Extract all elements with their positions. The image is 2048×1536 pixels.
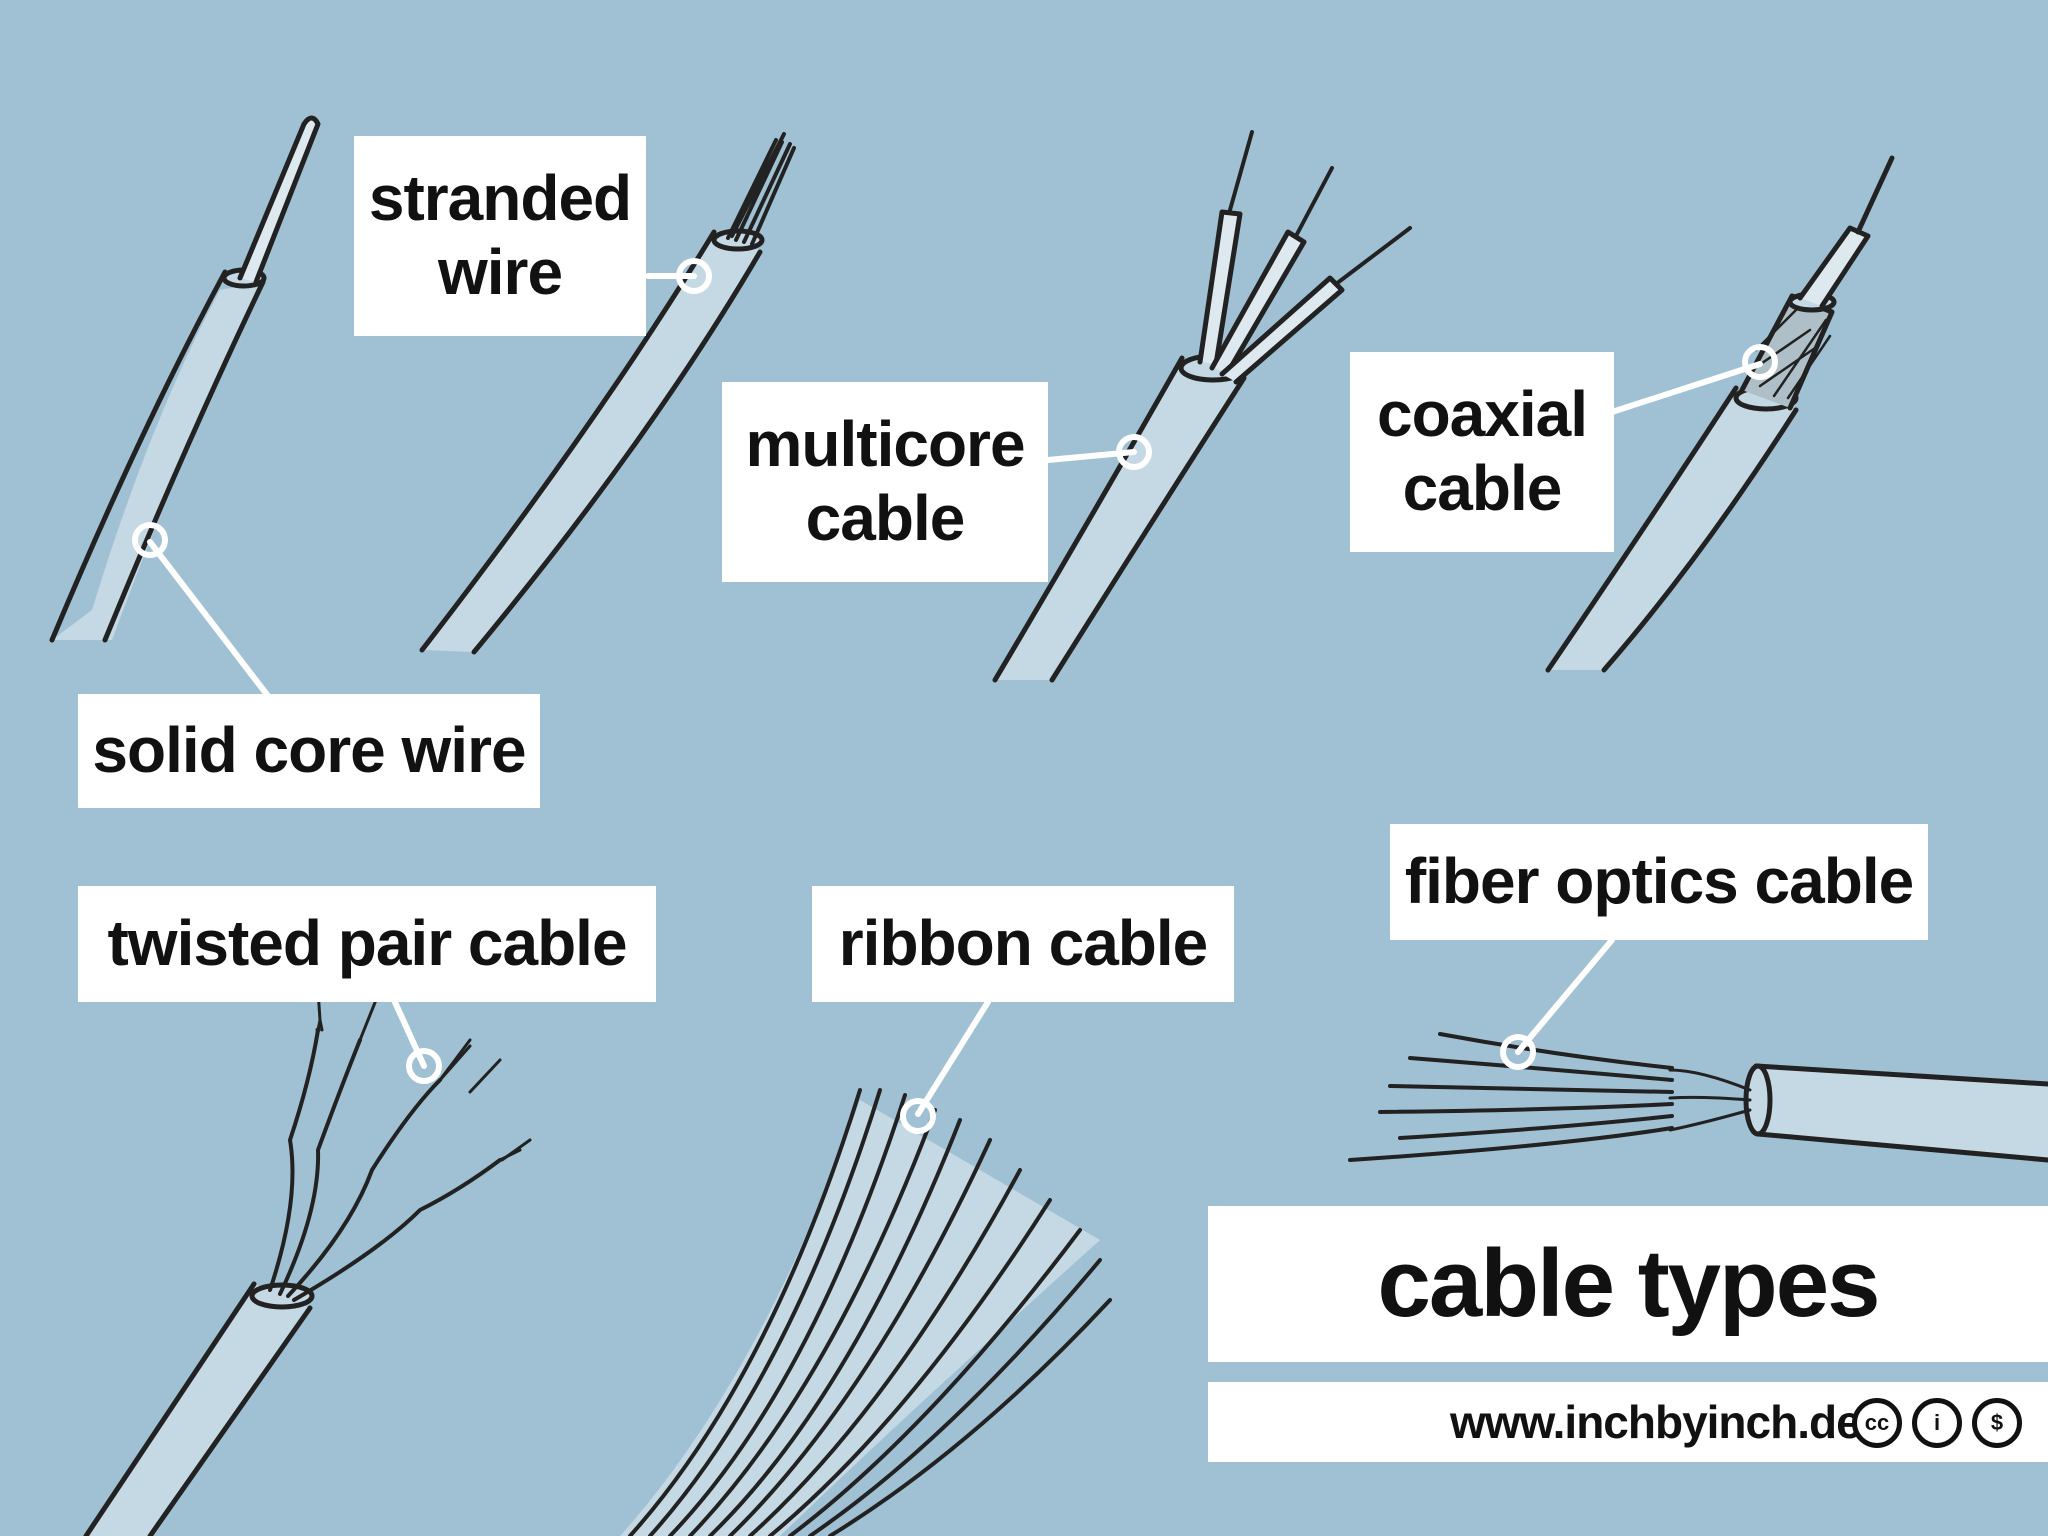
label-multicore-cable-line2: cable (805, 482, 966, 554)
label-stranded-wire-line2: wire (437, 236, 563, 308)
label-fiber-optics-cable: fiber optics cable (1390, 824, 1928, 940)
noncommercial-glyph: $ (1990, 1410, 2004, 1435)
coaxial-cable-drawing (1545, 155, 1895, 673)
attribution-icon: i (1912, 1398, 1962, 1448)
twisted-pair-cable-drawing (83, 938, 532, 1536)
label-stranded-wire: stranded wire (354, 136, 646, 336)
leader-lines (132, 258, 1778, 1134)
attribution-glyph: i (1933, 1410, 1941, 1435)
label-ribbon-cable: ribbon cable (812, 886, 1234, 1002)
solid-core-wire-drawing (49, 115, 321, 643)
label-multicore-cable: multicore cable (722, 382, 1048, 582)
cc-icon: cc (1852, 1398, 1902, 1448)
label-ribbon-cable-text: ribbon cable (838, 907, 1208, 980)
label-solid-core-wire: solid core wire (78, 694, 540, 808)
label-multicore-cable-line1: multicore (745, 408, 1025, 481)
label-coaxial-cable-line1: coaxial (1376, 378, 1588, 451)
noncommercial-icon: $ (1972, 1398, 2022, 1448)
website-footer: www.inchbyinch.de (1208, 1382, 2048, 1462)
website-link[interactable]: www.inchbyinch.de (1450, 1395, 1862, 1448)
stranded-wire-drawing (419, 132, 796, 655)
cc-glyph: cc (1864, 1410, 1890, 1435)
label-stranded-wire-line1: stranded (368, 162, 632, 235)
page-title: cable types (1208, 1206, 2048, 1362)
label-fiber-optics-cable-text: fiber optics cable (1404, 845, 1914, 918)
label-coaxial-cable: coaxial cable (1350, 352, 1614, 552)
label-solid-core-wire-text: solid core wire (92, 714, 526, 787)
page-title-text: cable types (1377, 1229, 1881, 1337)
fiber-optics-cable-drawing (1348, 1032, 2048, 1163)
label-coaxial-cable-line2: cable (1402, 452, 1563, 524)
multicore-cable-drawing (992, 130, 1412, 683)
label-twisted-pair-cable-text: twisted pair cable (107, 907, 627, 980)
label-twisted-pair-cable: twisted pair cable (78, 886, 656, 1002)
ribbon-cable-drawing (620, 1088, 1112, 1536)
